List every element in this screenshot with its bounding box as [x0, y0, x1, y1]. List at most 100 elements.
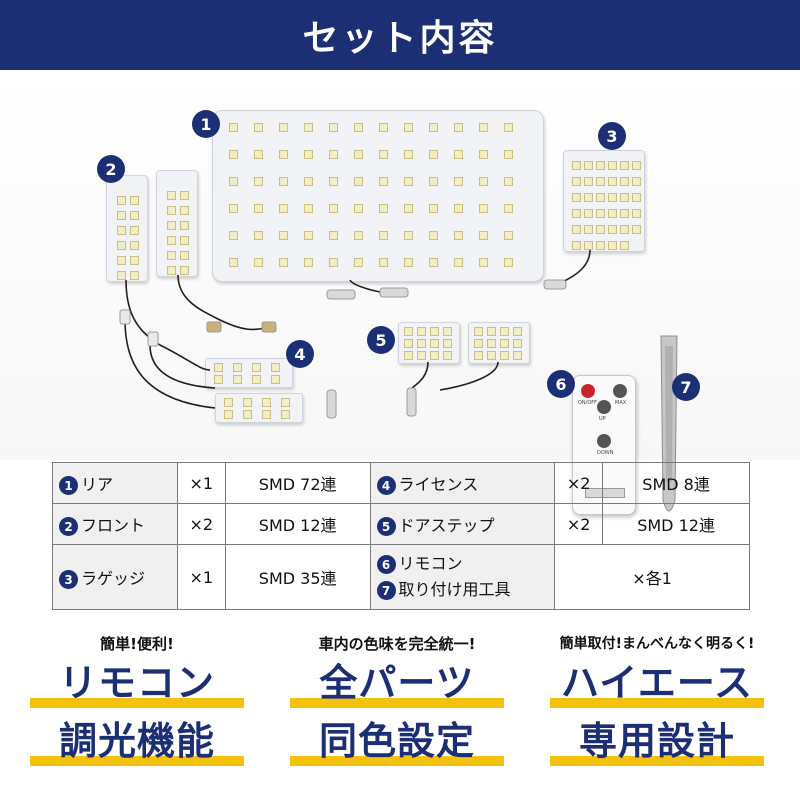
front-led-panel-a	[106, 175, 148, 282]
led-chip	[608, 177, 617, 186]
led-chip	[180, 221, 189, 230]
led-chip	[130, 211, 139, 220]
item-smd: SMD 12連	[602, 503, 750, 545]
led-chip	[584, 161, 593, 170]
led-chip	[281, 398, 290, 407]
led-chip	[454, 204, 463, 213]
doorstep-led-grid-b	[474, 327, 522, 360]
led-chip	[596, 225, 605, 234]
led-chip	[417, 351, 426, 360]
feature-heading: 調光機能	[12, 714, 262, 772]
feature-hiace-design: 簡単取付!まんべんなく明るく! ハイエース 専用設計	[532, 632, 782, 772]
led-chip	[429, 204, 438, 213]
led-chip	[279, 123, 288, 132]
led-chip	[180, 236, 189, 245]
down-label: DOWN	[597, 450, 614, 456]
license-led-grid-b	[224, 398, 290, 419]
led-chip	[474, 351, 483, 360]
led-chip	[620, 161, 629, 170]
led-chip	[229, 204, 238, 213]
item-name: フロント	[81, 516, 146, 535]
doorstep-led-panel-a	[398, 322, 460, 364]
led-chip	[513, 339, 522, 348]
led-chip	[229, 258, 238, 267]
led-chip	[620, 241, 629, 250]
led-chip	[167, 266, 176, 275]
led-chip	[417, 339, 426, 348]
item-number-badge: 3	[59, 570, 78, 589]
front-led-grid-a	[117, 196, 139, 280]
item-number-badge: 7	[376, 581, 396, 600]
led-chip	[404, 177, 413, 186]
front-led-panel-b	[156, 170, 198, 277]
led-chip	[584, 193, 593, 202]
item-name: リモコン	[398, 554, 463, 573]
led-chip	[130, 256, 139, 265]
led-chip	[430, 351, 439, 360]
led-chip	[229, 231, 238, 240]
led-chip	[584, 225, 593, 234]
item-name: ライセンス	[398, 475, 479, 494]
led-chip	[329, 177, 338, 186]
led-chip	[354, 177, 363, 186]
led-chip	[379, 204, 388, 213]
led-chip	[404, 204, 413, 213]
led-chip	[167, 221, 176, 230]
led-chip	[417, 327, 426, 336]
led-chip	[500, 351, 509, 360]
callout-2: 2	[97, 155, 125, 183]
wires-and-bulbs	[119, 249, 591, 419]
led-chip	[243, 398, 252, 407]
led-chip	[117, 211, 126, 220]
led-chip	[620, 209, 629, 218]
led-chip	[479, 231, 488, 240]
led-chip	[572, 161, 581, 170]
led-chip	[180, 251, 189, 260]
led-chip	[608, 209, 617, 218]
led-chip	[500, 327, 509, 336]
led-chip	[454, 123, 463, 132]
license-led-panel-a	[205, 358, 293, 388]
led-chip	[608, 241, 617, 250]
down-button-icon	[597, 434, 611, 448]
led-chip	[454, 150, 463, 159]
callout-4: 4	[286, 340, 314, 368]
led-chip	[304, 258, 313, 267]
led-chip	[254, 150, 263, 159]
led-chip	[454, 231, 463, 240]
led-chip	[487, 339, 496, 348]
led-chip	[262, 398, 271, 407]
item-number-badge: 1	[59, 476, 78, 495]
led-chip	[329, 204, 338, 213]
led-chip	[379, 177, 388, 186]
led-chip	[117, 226, 126, 235]
item-qty: ×1	[176, 544, 226, 610]
led-chip	[279, 150, 288, 159]
callout-3: 3	[598, 122, 626, 150]
led-chip	[620, 193, 629, 202]
item-smd: SMD 72連	[224, 462, 371, 504]
page-title: セット内容	[302, 18, 498, 59]
led-chip	[608, 193, 617, 202]
led-chip	[254, 258, 263, 267]
led-chip	[404, 351, 413, 360]
led-chip	[404, 339, 413, 348]
license-led-panel-b	[215, 393, 303, 423]
led-chip	[117, 241, 126, 250]
item-number-badge: 6	[376, 555, 396, 574]
feature-heading: 全パーツ	[272, 656, 522, 714]
feature-heading: リモコン	[12, 656, 262, 714]
led-chip	[513, 351, 522, 360]
feature-remote-dimming: 簡単!便利! リモコン 調光機能	[12, 632, 262, 772]
led-chip	[354, 231, 363, 240]
led-chip	[504, 150, 513, 159]
led-chip	[572, 225, 581, 234]
led-chip	[404, 258, 413, 267]
led-chip	[429, 123, 438, 132]
led-chip	[584, 177, 593, 186]
led-chip	[229, 150, 238, 159]
